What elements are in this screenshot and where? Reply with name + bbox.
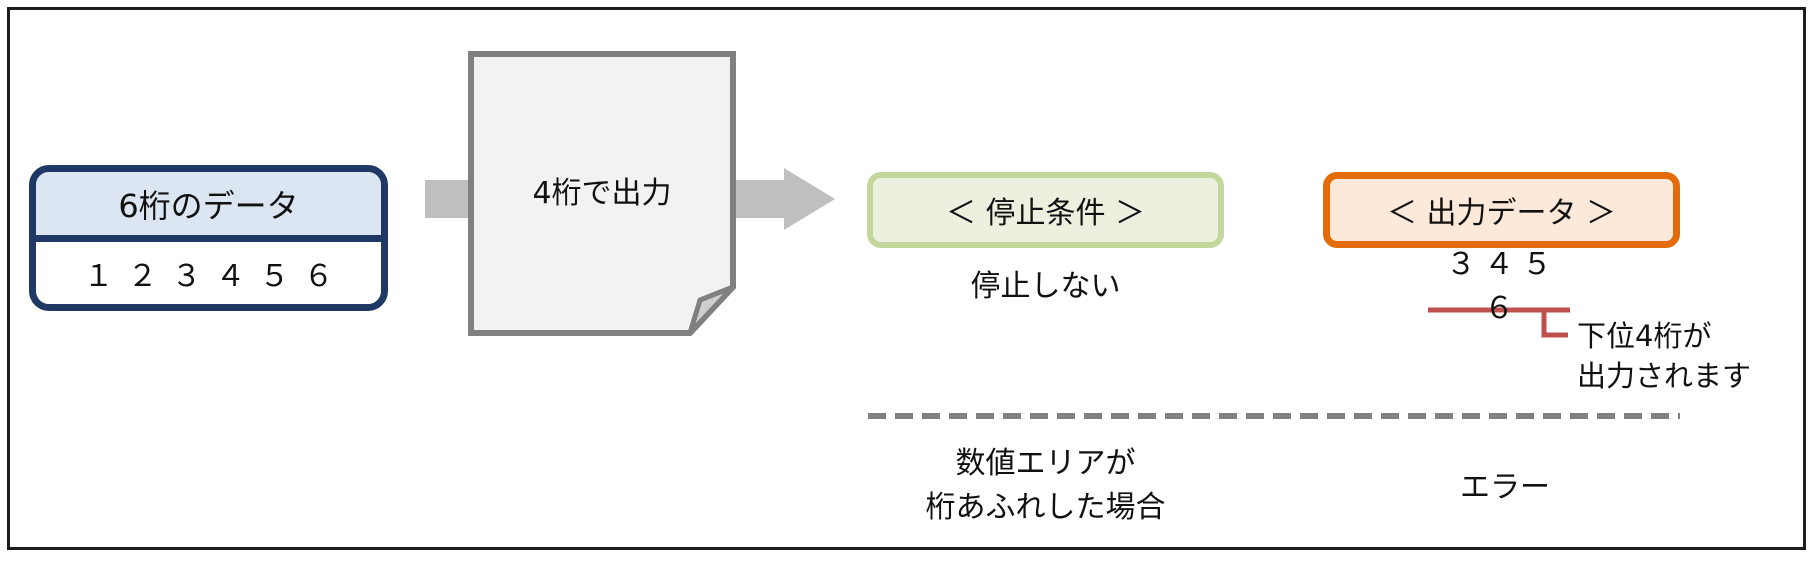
document-icon [468,51,736,336]
condition-normal-result: 停止しない [970,269,1121,304]
input-data-header: 6桁のデータ [36,172,381,242]
output-note-line2: 出力されます [1577,359,1752,393]
output-value: ３４５６ [1446,247,1560,326]
process-label: 4桁で出力 [532,176,672,211]
input-data-box: 6桁のデータ １２３４５６ [29,165,388,311]
overflow-result: エラー [1460,470,1550,505]
output-note: 下位4桁が 出力されます [1577,316,1787,396]
input-data-value: １２３４５６ [83,259,348,294]
output-note-line1: 下位4桁が [1577,319,1712,353]
diagram-frame [7,7,1806,550]
condition-header-label: ＜ 停止条件 ＞ [945,196,1146,231]
output-bracket-line [1428,307,1570,338]
condition-header-box: ＜ 停止条件 ＞ [867,172,1224,248]
output-header-box: ＜ 出力データ ＞ [1323,172,1680,248]
overflow-condition-line2: 桁あふれした場合 [925,490,1166,525]
overflow-condition-label: 数値エリアが 桁あふれした場合 [867,442,1224,530]
output-header-label: ＜ 出力データ ＞ [1386,196,1617,231]
overflow-condition-line1: 数値エリアが [955,446,1136,481]
